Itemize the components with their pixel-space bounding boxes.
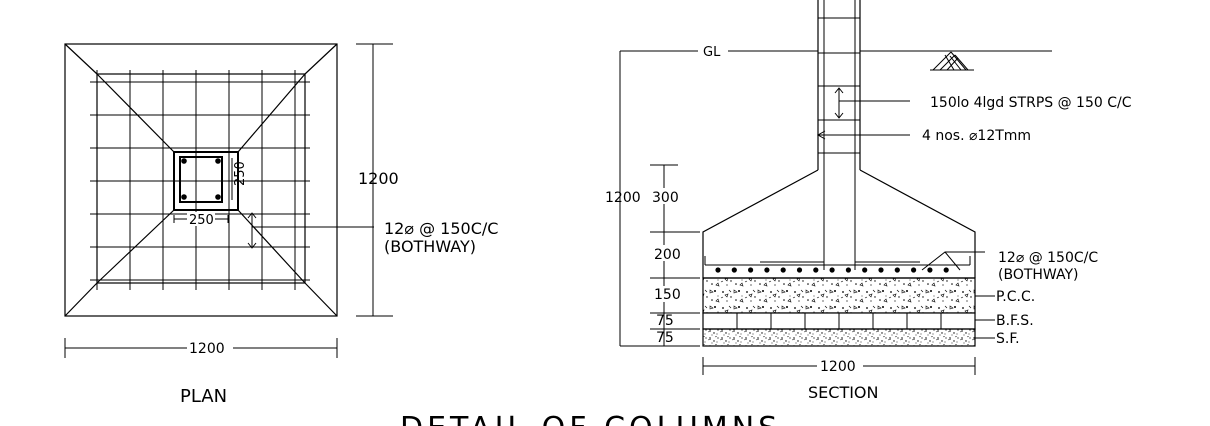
section-bar-dot [845, 267, 852, 273]
section-bar-dot [911, 267, 917, 273]
depth-label-bg [652, 245, 682, 261]
plan-view: 250 250 12⌀ @ 150C/C (BOTHWAY) 1200 1200… [64, 43, 498, 407]
plan-column-depth-label: 250 [233, 161, 248, 186]
plan-column-pedestal [173, 151, 239, 211]
plan-column-bar [181, 158, 187, 164]
plan-reinforcement-arrow [247, 242, 257, 249]
plan-corner-line [304, 282, 338, 317]
bfs-label: B.F.S. [996, 313, 1034, 329]
depth-300-label: 300 [652, 190, 679, 206]
plan-reinforcement-note: (BOTHWAY) [384, 237, 476, 256]
drawing-title: DETAIL OF COLUMNS [400, 411, 781, 426]
plan-column-width-label: 250 [189, 213, 214, 228]
section-footing-slope [859, 169, 976, 278]
plan-outer-outline [64, 43, 338, 317]
plan-column-section [179, 156, 223, 203]
section-bar-dots [715, 267, 949, 273]
section-bar-dot [796, 267, 803, 273]
section-bar-dot [894, 267, 900, 273]
main-bars-arrow [816, 130, 826, 140]
plan-reinforcement-mesh [90, 70, 310, 290]
plan-column-bar [215, 194, 221, 200]
bfs-bricks [736, 313, 942, 329]
section-bar-dot [829, 267, 835, 273]
main-bars-label: 4 nos. ⌀12Tmm [922, 128, 1031, 144]
plan-reinforcement-arrow [247, 212, 257, 219]
stirrup-dim-arrow [834, 87, 844, 94]
plan-slope-line [96, 73, 175, 153]
section-stirrups [818, 17, 860, 154]
sf-layer [702, 328, 976, 347]
base-width-label-bg [817, 358, 863, 374]
depth-150-label: 150 [654, 287, 681, 303]
plan-column-bar [181, 194, 187, 200]
depth-label-bg [652, 188, 682, 204]
depth-75-label: 75 [656, 330, 674, 346]
section-bar-dot [878, 267, 884, 273]
section-bar-dot [715, 267, 721, 273]
plan-column-bar [215, 158, 221, 164]
section-bar-dot [813, 267, 819, 273]
plan-width-label-bg [187, 340, 233, 356]
plan-corner-line [304, 43, 338, 75]
depth-75-label: 75 [656, 313, 674, 329]
base-width-label: 1200 [820, 359, 856, 375]
sf-label: S.F. [996, 331, 1020, 347]
depth-label-bg [652, 286, 682, 302]
total-depth-label: 1200 [605, 190, 641, 206]
section-bar-dot [764, 267, 770, 273]
plan-reinforcement-label: 12⌀ @ 150C/C [384, 219, 498, 238]
plan-height-label: 1200 [358, 169, 399, 188]
ground-level-label-bg [698, 43, 728, 59]
plan-slope-line [237, 73, 306, 153]
section-reinforcement-note: (BOTHWAY) [998, 267, 1079, 283]
section-view: GL [605, 0, 1132, 402]
plan-column-width-label-bg [187, 212, 215, 226]
stirrup-label: 150lo 4lgd STRPS @ 150 C/C [930, 95, 1132, 111]
plan-corner-line [64, 282, 98, 317]
section-bar-dot [862, 267, 868, 273]
pcc-layer [702, 277, 976, 314]
earth-symbol [930, 51, 974, 71]
section-reinforcement-label: 12⌀ @ 150C/C [998, 250, 1098, 266]
section-bar-dot [731, 267, 737, 273]
section-reinforcement-leader-arrow [944, 251, 961, 271]
plan-corner-line [64, 43, 98, 75]
section-bar-dot [943, 267, 949, 273]
stirrup-dim-arrow [834, 112, 844, 119]
section-footing-slope [702, 169, 819, 278]
section-bar-dot [748, 267, 754, 273]
pcc-label: P.C.C. [996, 289, 1035, 305]
section-title: SECTION [808, 383, 879, 402]
depth-200-label: 200 [654, 247, 681, 263]
ground-level-label: GL [703, 45, 721, 60]
section-bar-dot [927, 267, 933, 273]
plan-width-label: 1200 [189, 341, 225, 357]
plan-title: PLAN [180, 386, 227, 407]
section-bar-dot [780, 267, 786, 273]
